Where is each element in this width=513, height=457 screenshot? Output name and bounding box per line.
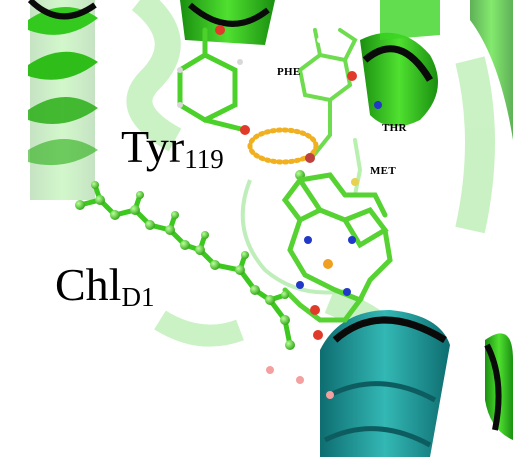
teal-helix: [320, 310, 450, 457]
left-helix: [27, 0, 98, 200]
phytol-atoms: [75, 181, 295, 350]
chl-ring-outline: [240, 179, 351, 295]
right-helix-lower: [484, 333, 513, 440]
phe-label: PHE: [277, 66, 301, 78]
tyr-residue: [177, 27, 250, 135]
tyr-label-sub: 119: [184, 144, 224, 174]
magnesium-atom: [323, 259, 333, 269]
hbond-ellipse: [247, 127, 319, 165]
neighbor-residues: [297, 28, 382, 197]
chl-label-sub: D1: [121, 282, 155, 312]
met-label: MET: [370, 165, 396, 177]
tyr-label: Tyr119: [121, 124, 224, 173]
chl-label-main: Chl: [55, 259, 122, 310]
top-helix: [180, 0, 275, 45]
tyr-label-main: Tyr: [121, 121, 185, 172]
thr-label: THR: [382, 122, 407, 134]
chl-label: ChlD1: [55, 262, 154, 311]
chl-macrocycle: [281, 172, 393, 340]
